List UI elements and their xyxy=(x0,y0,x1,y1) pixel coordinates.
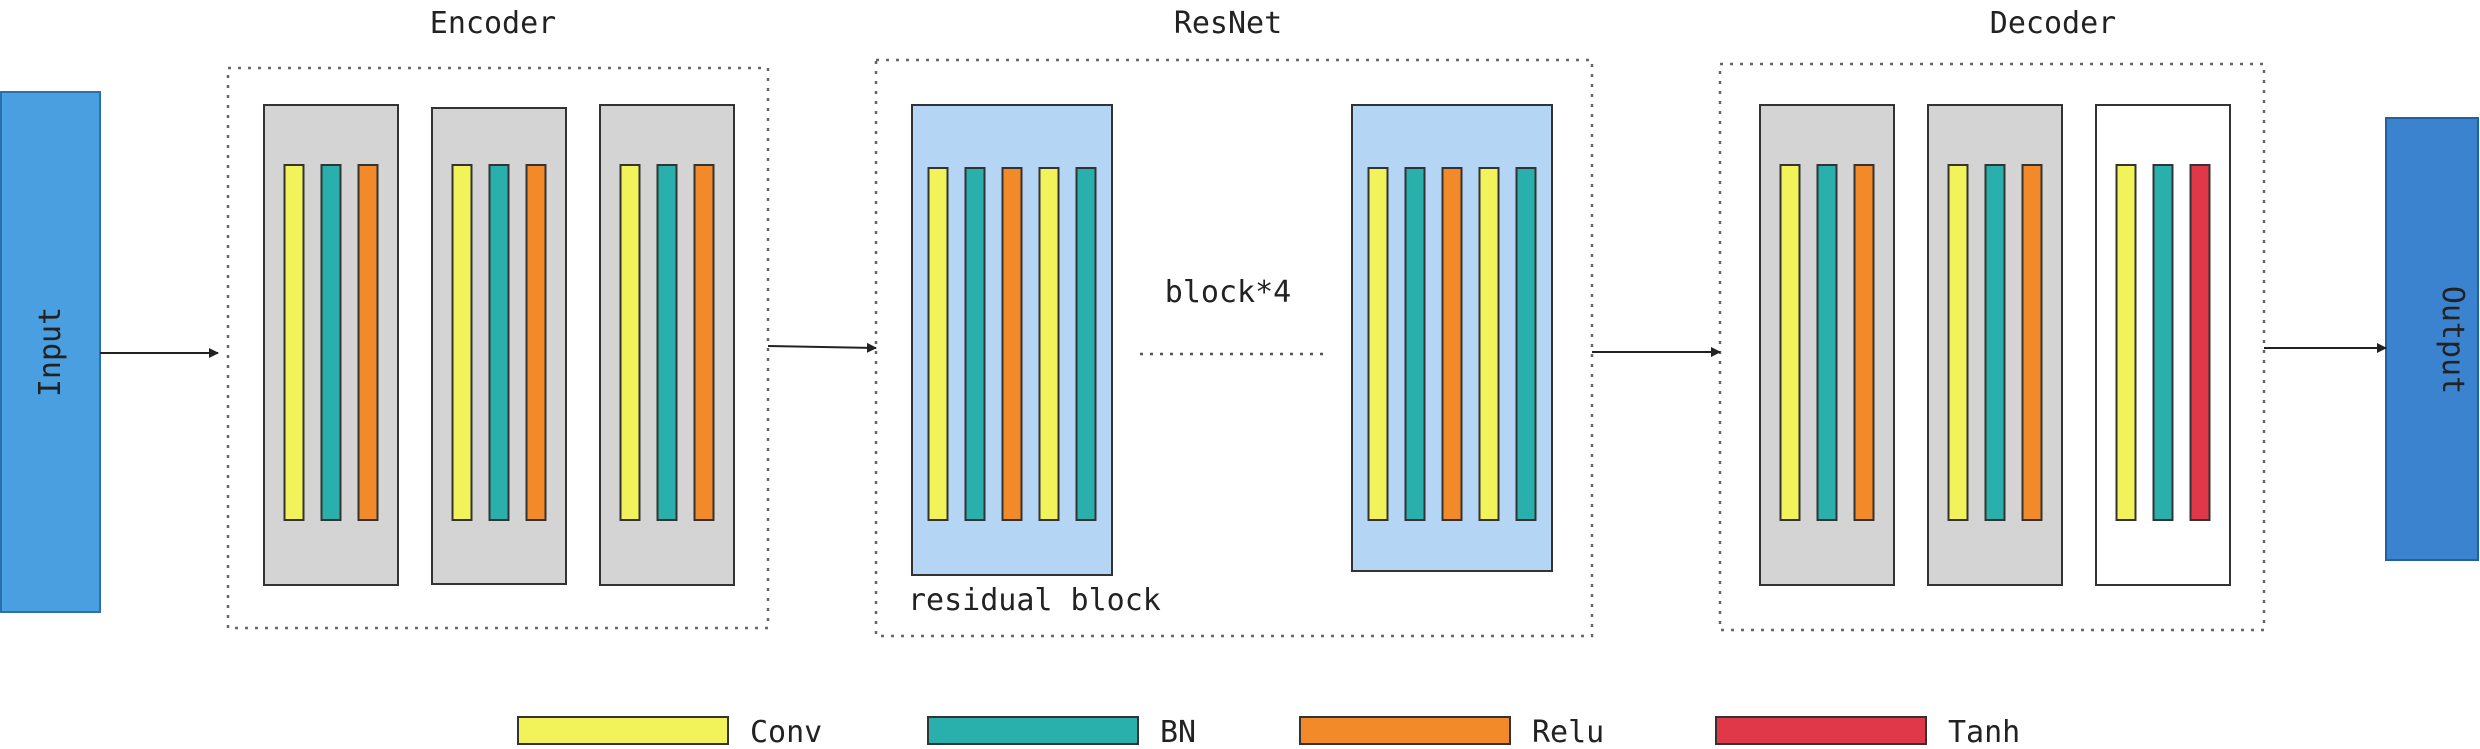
residual-block-label: residual block xyxy=(908,583,1161,618)
encoder-block-3-relu-bar-3 xyxy=(693,164,715,521)
resnet-block-2-conv-bar-1 xyxy=(1367,167,1389,521)
legend-swatch-relu xyxy=(1299,716,1511,745)
input-label: Input xyxy=(33,307,68,397)
decoder-block-2-conv-bar-1 xyxy=(1947,164,1969,521)
resnet-block-1-bn-bar-2 xyxy=(964,167,986,521)
legend-label-conv: Conv xyxy=(750,715,822,749)
input-block xyxy=(0,91,101,613)
encoder-frame xyxy=(226,66,770,630)
resnet-block-1-bn-bar-5 xyxy=(1075,167,1097,521)
block-repeat-label: block*4 xyxy=(1165,275,1291,310)
resnet-frame xyxy=(874,58,1594,638)
decoder-title: Decoder xyxy=(1990,6,2116,41)
legend-swatch-tanh xyxy=(1715,716,1927,745)
encoder-block-2-bn-bar-2 xyxy=(488,164,510,521)
resnet-block-1-relu-bar-3 xyxy=(1001,167,1023,521)
encoder-block-2-conv-bar-1 xyxy=(451,164,473,521)
encoder-block-1-bn-bar-2 xyxy=(320,164,342,521)
encoder-block-3-bn-bar-2 xyxy=(656,164,678,521)
legend: Conv BN Relu Tanh xyxy=(517,715,2020,749)
legend-label-bn: BN xyxy=(1160,715,1196,749)
output-block xyxy=(2385,117,2479,561)
resnet-block-2-bn-bar-5 xyxy=(1515,167,1537,521)
output-label: Output xyxy=(2435,286,2470,394)
decoder-block-1-conv-bar-1 xyxy=(1779,164,1801,521)
decoder-block-3-bn-bar-2 xyxy=(2152,164,2174,521)
resnet-block-1-conv-bar-1 xyxy=(927,167,949,521)
decoder-block-1-relu-bar-3 xyxy=(1853,164,1875,521)
arrow-encoder-resnet xyxy=(767,342,877,353)
layer-blocks xyxy=(263,104,2231,586)
resnet-title: ResNet xyxy=(1174,6,1282,41)
decoder-block-2-relu-bar-3 xyxy=(2021,164,2043,521)
resnet-block-2-conv-bar-4 xyxy=(1478,167,1500,521)
legend-label-tanh: Tanh xyxy=(1948,715,2020,749)
legend-label-relu: Relu xyxy=(1532,715,1604,749)
encoder-title: Encoder xyxy=(430,6,556,41)
legend-swatch-conv xyxy=(517,716,729,745)
encoder-block-2-relu-bar-3 xyxy=(525,164,547,521)
decoder-frame xyxy=(1718,62,2266,632)
decoder-block-3-conv-bar-1 xyxy=(2115,164,2137,521)
decoder-block-3-tanh-bar-3 xyxy=(2189,164,2211,521)
resnet-block-2-bn-bar-2 xyxy=(1404,167,1426,521)
legend-swatch-bn xyxy=(927,716,1139,745)
encoder-block-1-relu-bar-3 xyxy=(357,164,379,521)
encoder-block-3-conv-bar-1 xyxy=(619,164,641,521)
resnet-block-2-relu-bar-3 xyxy=(1441,167,1463,521)
decoder-block-1-bn-bar-2 xyxy=(1816,164,1838,521)
encoder-block-1-conv-bar-1 xyxy=(283,164,305,521)
decoder-block-2-bn-bar-2 xyxy=(1984,164,2006,521)
resnet-block-1-conv-bar-4 xyxy=(1038,167,1060,521)
